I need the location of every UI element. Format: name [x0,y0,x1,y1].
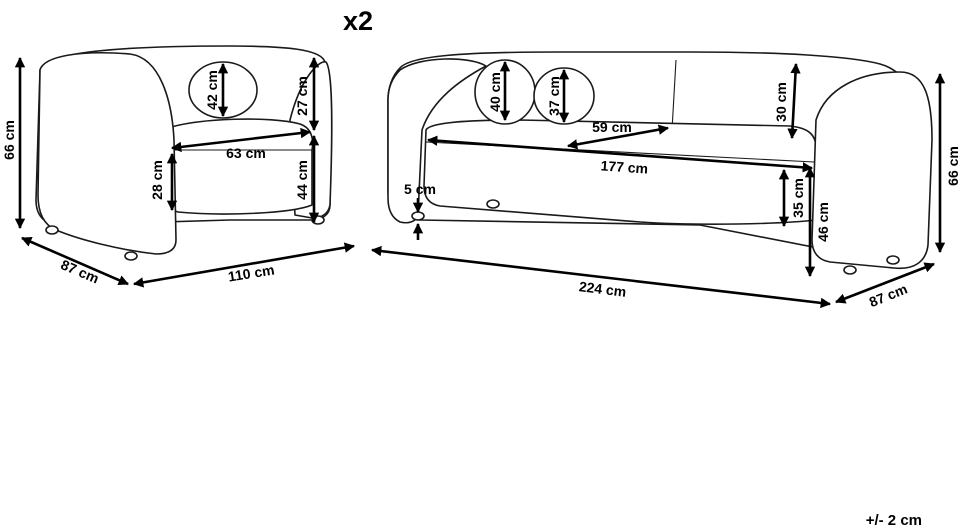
armchair-seat-width-label: 63 cm [226,145,266,161]
sofa-pillow-large-label: 40 cm [487,72,503,112]
sofa-dimensions [370,60,946,309]
sofa-seat-width-line [426,135,814,173]
quantity-label: x2 [343,6,373,36]
sofa-foot [486,199,500,209]
armchair-pillow-label: 42 cm [204,70,220,110]
sofa-width-line [370,245,832,309]
armchair-foot [45,225,59,235]
sofa-height-label: 66 cm [945,146,961,186]
armchair-width-label: 110 cm [227,262,276,285]
sofa-width-label: 224 cm [578,278,627,300]
sofa-cushion-height-label: 35 cm [790,178,806,218]
sofa-backrest-line [787,62,801,140]
sofa-depth-line [835,262,935,304]
sofa-seat-height-label: 46 cm [815,202,831,242]
sofa-foot [843,265,857,275]
armchair-height-label: 66 cm [1,120,17,160]
armchair-backrest-label: 27 cm [294,76,310,116]
sofa-leg-height-label: 5 cm [404,181,436,197]
armchair-foot [124,251,138,261]
sofa-seat-width-label: 177 cm [600,157,648,176]
sofa-pillow-small-label: 37 cm [546,76,562,116]
armchair-drawing [35,45,333,261]
sofa-foot [411,211,425,221]
armchair-cushion-height-label: 28 cm [149,160,165,200]
armchair-seat-height-label: 44 cm [294,160,310,200]
sofa-drawing [387,51,933,275]
sofa-backrest-label: 30 cm [773,82,789,122]
sofa-depth-label: 87 cm [867,281,910,311]
armchair-seat-width-line [170,127,312,153]
armchair-width-line [132,242,356,288]
armchair-depth-label: 87 cm [59,256,102,286]
sofa-cushion-width-line [566,124,670,150]
tolerance-note: +/- 2 cm [866,512,922,529]
armchair-dimensions [14,56,356,288]
armchair-left-arm [37,51,177,255]
sofa-back-split [671,59,677,131]
sofa-foot [886,255,900,265]
armchair-depth-line [21,236,129,286]
sofa-cushion-width-label: 59 cm [592,119,632,135]
